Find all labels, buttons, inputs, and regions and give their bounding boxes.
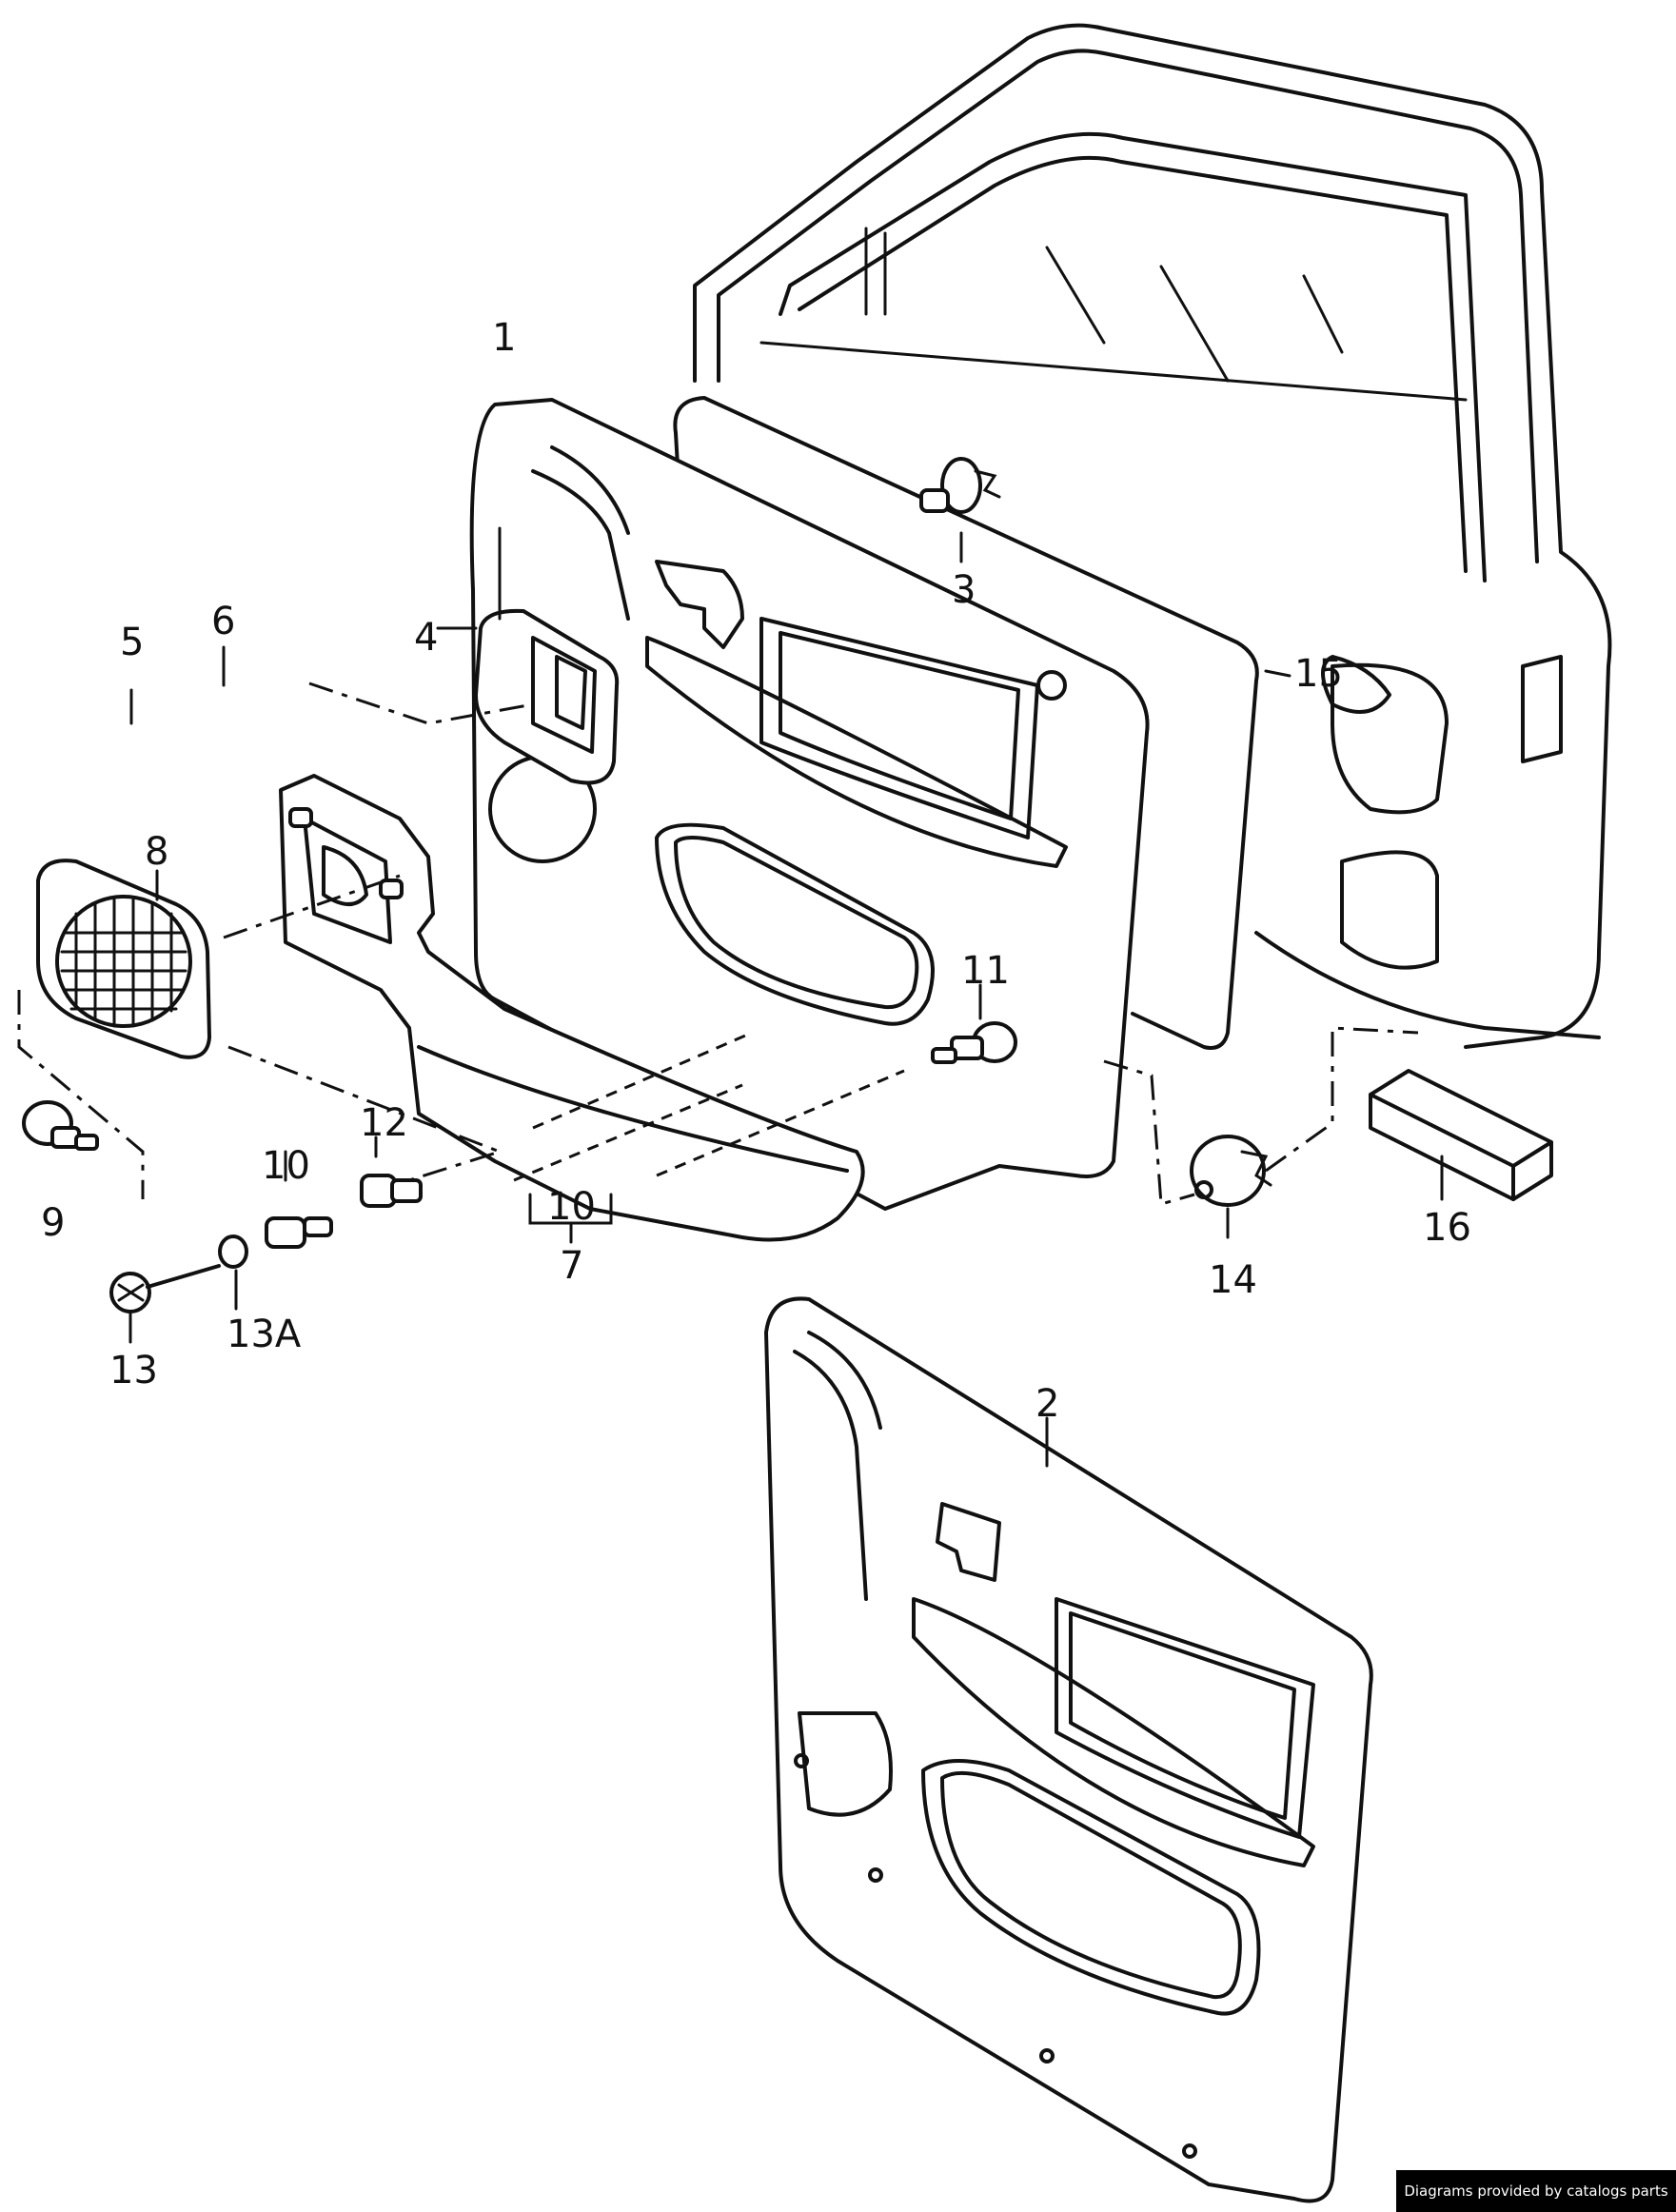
callout-13A: 13A (227, 1313, 302, 1356)
callout-9: 9 (41, 1201, 66, 1245)
callout-11: 11 (961, 949, 1010, 993)
callout-10-bracket: 10 (547, 1185, 596, 1229)
grille-mesh (60, 898, 187, 1028)
callout-6: 6 (211, 600, 236, 643)
callout-10: 10 (262, 1144, 310, 1188)
callout-15: 15 (1294, 652, 1343, 696)
credit-banner: Diagrams provided by catalogs parts (1396, 2170, 1676, 2212)
part-8-speaker-grille (36, 859, 211, 1059)
part-3-clip (919, 457, 1001, 514)
part-9-clip (22, 1100, 99, 1151)
part-7-armrest (279, 774, 865, 1242)
callout-16: 16 (1423, 1206, 1471, 1250)
leader-lines (17, 526, 1444, 1468)
part-11-clip (931, 1021, 1017, 1064)
callout-13: 13 (109, 1349, 158, 1392)
callout-12: 12 (360, 1101, 408, 1145)
callout-8: 8 (145, 830, 169, 874)
part-1-trim-panel (469, 398, 1150, 1211)
part-14-clip (1190, 1135, 1272, 1207)
part-2-trim-panel (764, 1296, 1373, 2203)
callout-3: 3 (952, 568, 976, 612)
callout-2: 2 (1035, 1382, 1060, 1426)
callout-1: 1 (492, 316, 517, 360)
fastener-assembly (109, 1174, 423, 1313)
part-16-foam-strip (1369, 1069, 1553, 1201)
callout-14: 14 (1209, 1258, 1257, 1302)
callout-4: 4 (414, 616, 439, 660)
part-4-bezel (474, 608, 620, 785)
callout-5: 5 (120, 621, 145, 664)
door-shell (693, 23, 1612, 1049)
callout-7: 7 (560, 1244, 584, 1288)
